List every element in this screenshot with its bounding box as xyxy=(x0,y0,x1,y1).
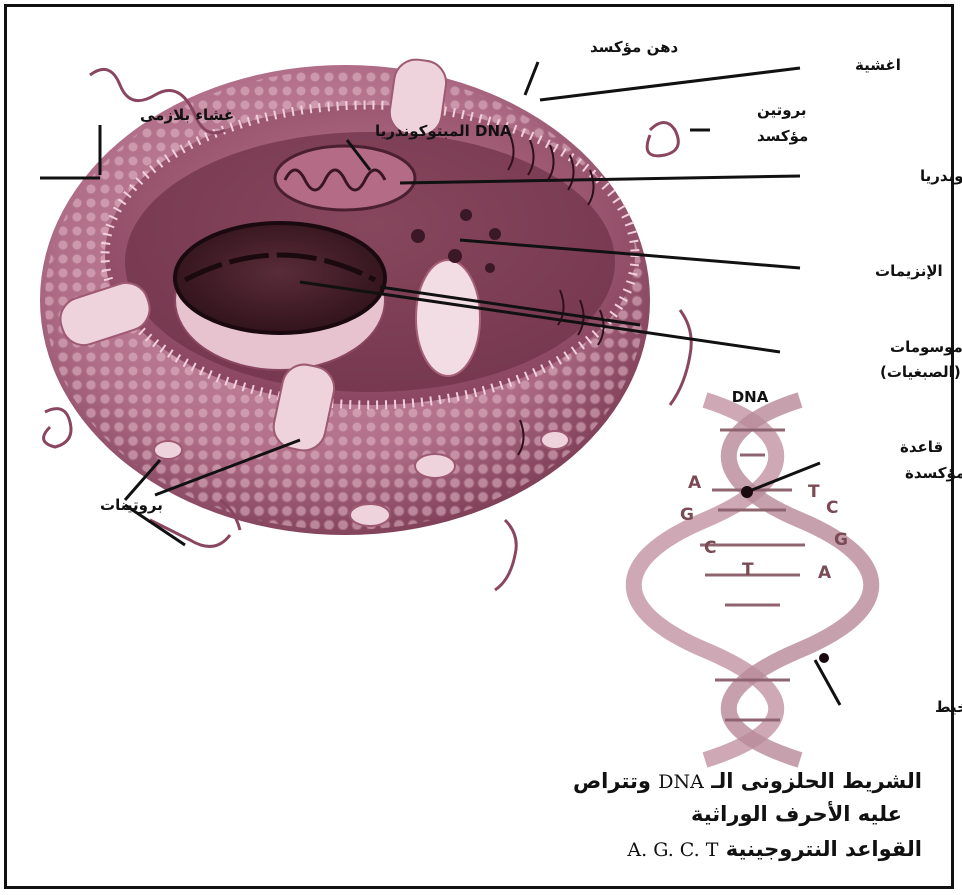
label-mitochondria: الميتوكوندريا xyxy=(920,167,962,185)
dna-letter-left-a: A xyxy=(688,473,702,493)
label-proteins: بروتينات xyxy=(100,496,163,514)
dna-letter-right-a: A xyxy=(818,563,832,583)
break-dot xyxy=(819,653,829,663)
label-plasma-membrane: غشاء بلازمى xyxy=(140,106,234,124)
caption-line-1-part-a: الشريط الحلزونى الـ xyxy=(711,769,922,793)
label-enzymes: الإنزيمات xyxy=(875,262,943,280)
label-membranes: اغشية xyxy=(855,56,901,74)
label-mitochondrial-dna: DNA المبتوكوندريا xyxy=(375,122,512,140)
dna-letter-right-g: G xyxy=(834,530,848,550)
dna-letter-left-g: G xyxy=(680,505,694,525)
oxidized-base-dot xyxy=(741,486,753,498)
label-oxidized-fat: دهن مؤكسد xyxy=(590,38,678,56)
caption-line-3-part-a: القواعد النتروجينية xyxy=(726,837,922,861)
caption-line-1: الشريط الحلزونى الـ DNA وتتراص xyxy=(573,765,922,798)
label-oxidized-protein-1: بروتين xyxy=(757,101,807,119)
caption-line-1-dna: DNA xyxy=(658,771,704,793)
dna-letter-right-t: T xyxy=(808,482,820,502)
dna-helix xyxy=(634,400,872,760)
nucleus xyxy=(175,223,385,333)
caption-line-1-part-b: وتتراص xyxy=(573,769,651,793)
dna-letter-left-c: C xyxy=(704,538,716,558)
label-chromosomes-2: (الصبغيات) xyxy=(880,363,961,381)
caption-line-2: عليه الأحرف الوراثية xyxy=(691,798,902,830)
label-oxidized-protein-2: مؤكسد xyxy=(757,127,808,145)
dna-letter-left-t: T xyxy=(742,560,754,580)
vesicle xyxy=(416,260,480,376)
label-strand-break: كسر فى الخيط xyxy=(935,698,962,716)
label-dna-title: DNA xyxy=(732,388,769,406)
caption-line-3: القواعد النتروجينية A. G. C. T xyxy=(627,833,922,866)
caption-line-3-letters: A. G. C. T xyxy=(627,839,718,861)
label-chromosomes-1: الكروموسومات xyxy=(890,338,962,356)
dna-letter-right-c: C xyxy=(826,498,838,518)
mitochondrion xyxy=(275,146,415,210)
label-oxidized-base-1: قاعدة xyxy=(900,438,943,456)
label-oxidized-base-2: مؤكسدة xyxy=(905,464,962,482)
